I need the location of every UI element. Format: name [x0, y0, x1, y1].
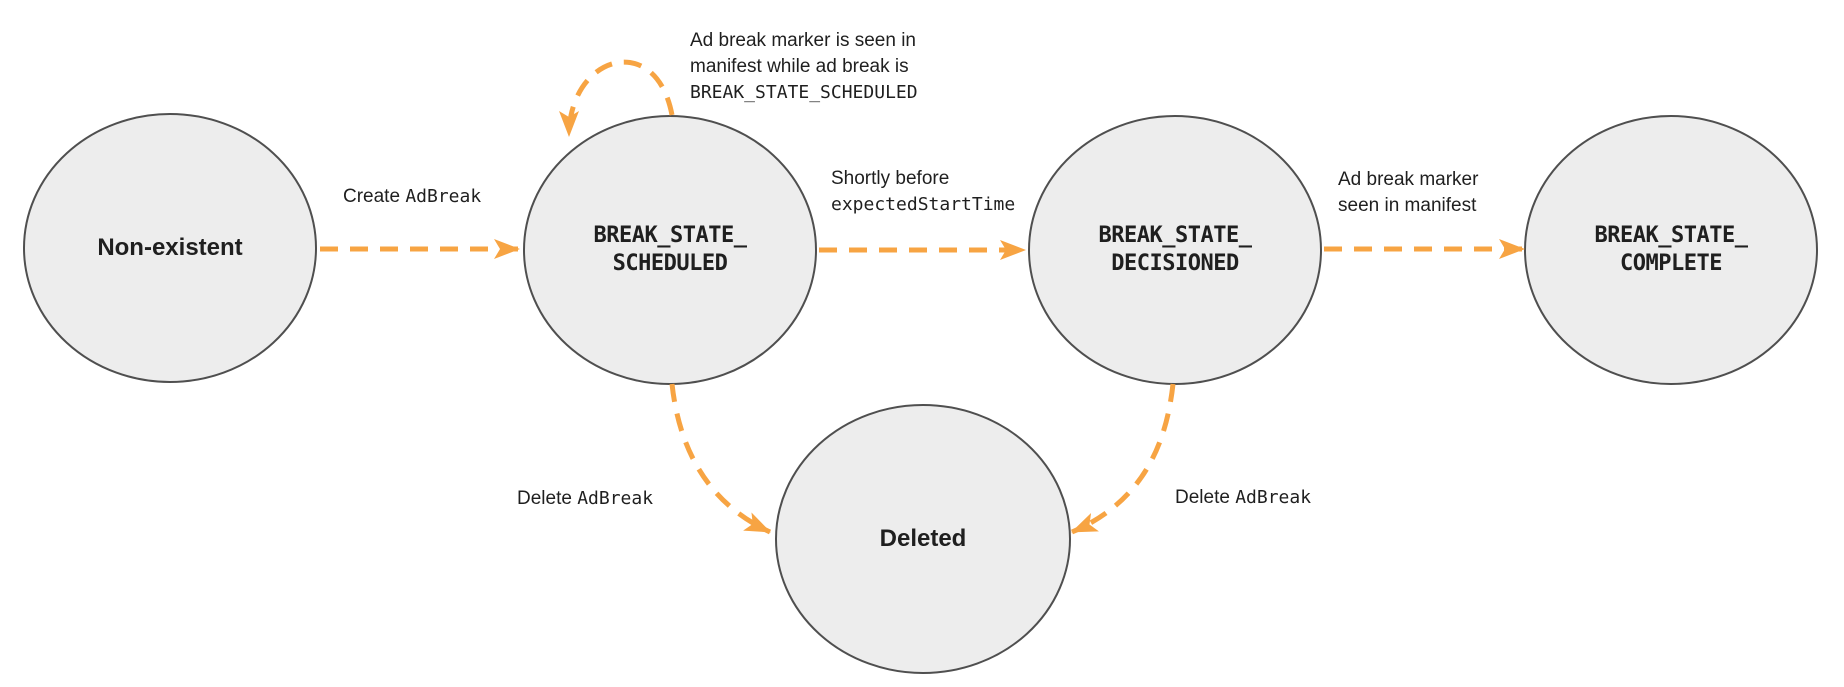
transition-delete-from-scheduled-arrow	[669, 383, 772, 535]
transition-delete-from-decisioned-arrow	[1071, 383, 1176, 535]
create-label-code: AdBreak	[405, 186, 482, 207]
transition-self-loop-arrow	[559, 59, 675, 137]
state-deleted-text: Deleted	[879, 525, 967, 552]
state-complete-label: BREAK_STATE_ COMPLETE	[1525, 116, 1817, 384]
self-loop-line2: manifest while ad break is	[690, 56, 909, 77]
state-deleted-label: Deleted	[777, 405, 1069, 673]
state-deleted-circle	[775, 404, 1071, 674]
state-scheduled-label: BREAK_STATE_ SCHEDULED	[524, 116, 816, 384]
state-non-existent-text: Non-existent	[97, 234, 243, 261]
create-label-text: Create	[343, 186, 401, 207]
state-scheduled-line2: SCHEDULED	[612, 251, 728, 276]
delete-left-code: AdBreak	[577, 488, 654, 509]
state-non-existent-circle	[23, 113, 317, 383]
delete-right-code: AdBreak	[1235, 487, 1312, 508]
state-decisioned-label: BREAK_STATE_ DECISIONED	[1029, 116, 1321, 384]
decisioned-label-line1: Shortly before	[831, 168, 950, 189]
state-complete-line1: BREAK_STATE_	[1594, 223, 1748, 248]
state-decisioned-line2: DECISIONED	[1111, 251, 1239, 276]
state-scheduled-line1: BREAK_STATE_	[593, 223, 747, 248]
state-non-existent-label: Non-existent	[24, 114, 316, 382]
complete-label-line1: Ad break marker	[1338, 169, 1479, 190]
state-complete-line2: COMPLETE	[1620, 251, 1722, 276]
decisioned-label-line2-code: expectedStartTime	[831, 194, 1016, 215]
delete-right-text: Delete	[1175, 487, 1230, 508]
transition-delete-from-scheduled-label: Delete AdBreak	[517, 486, 653, 512]
state-decisioned-circle	[1028, 115, 1322, 385]
self-loop-line1: Ad break marker is seen in	[690, 30, 916, 51]
transition-decisioned-label: Shortly before expectedStartTime	[831, 166, 1015, 218]
delete-left-text: Delete	[517, 488, 572, 509]
transition-create-label: Create AdBreak	[343, 184, 481, 210]
self-loop-line3-code: BREAK_STATE_SCHEDULED	[690, 82, 918, 103]
transition-self-loop-label: Ad break marker is seen in manifest whil…	[690, 28, 918, 106]
state-decisioned-line1: BREAK_STATE_	[1098, 223, 1252, 248]
state-scheduled-circle	[523, 115, 817, 385]
transition-delete-from-decisioned-label: Delete AdBreak	[1175, 485, 1311, 511]
complete-label-line2: seen in manifest	[1338, 195, 1477, 216]
transition-complete-label: Ad break marker seen in manifest	[1338, 167, 1478, 219]
state-complete-circle	[1524, 115, 1818, 385]
